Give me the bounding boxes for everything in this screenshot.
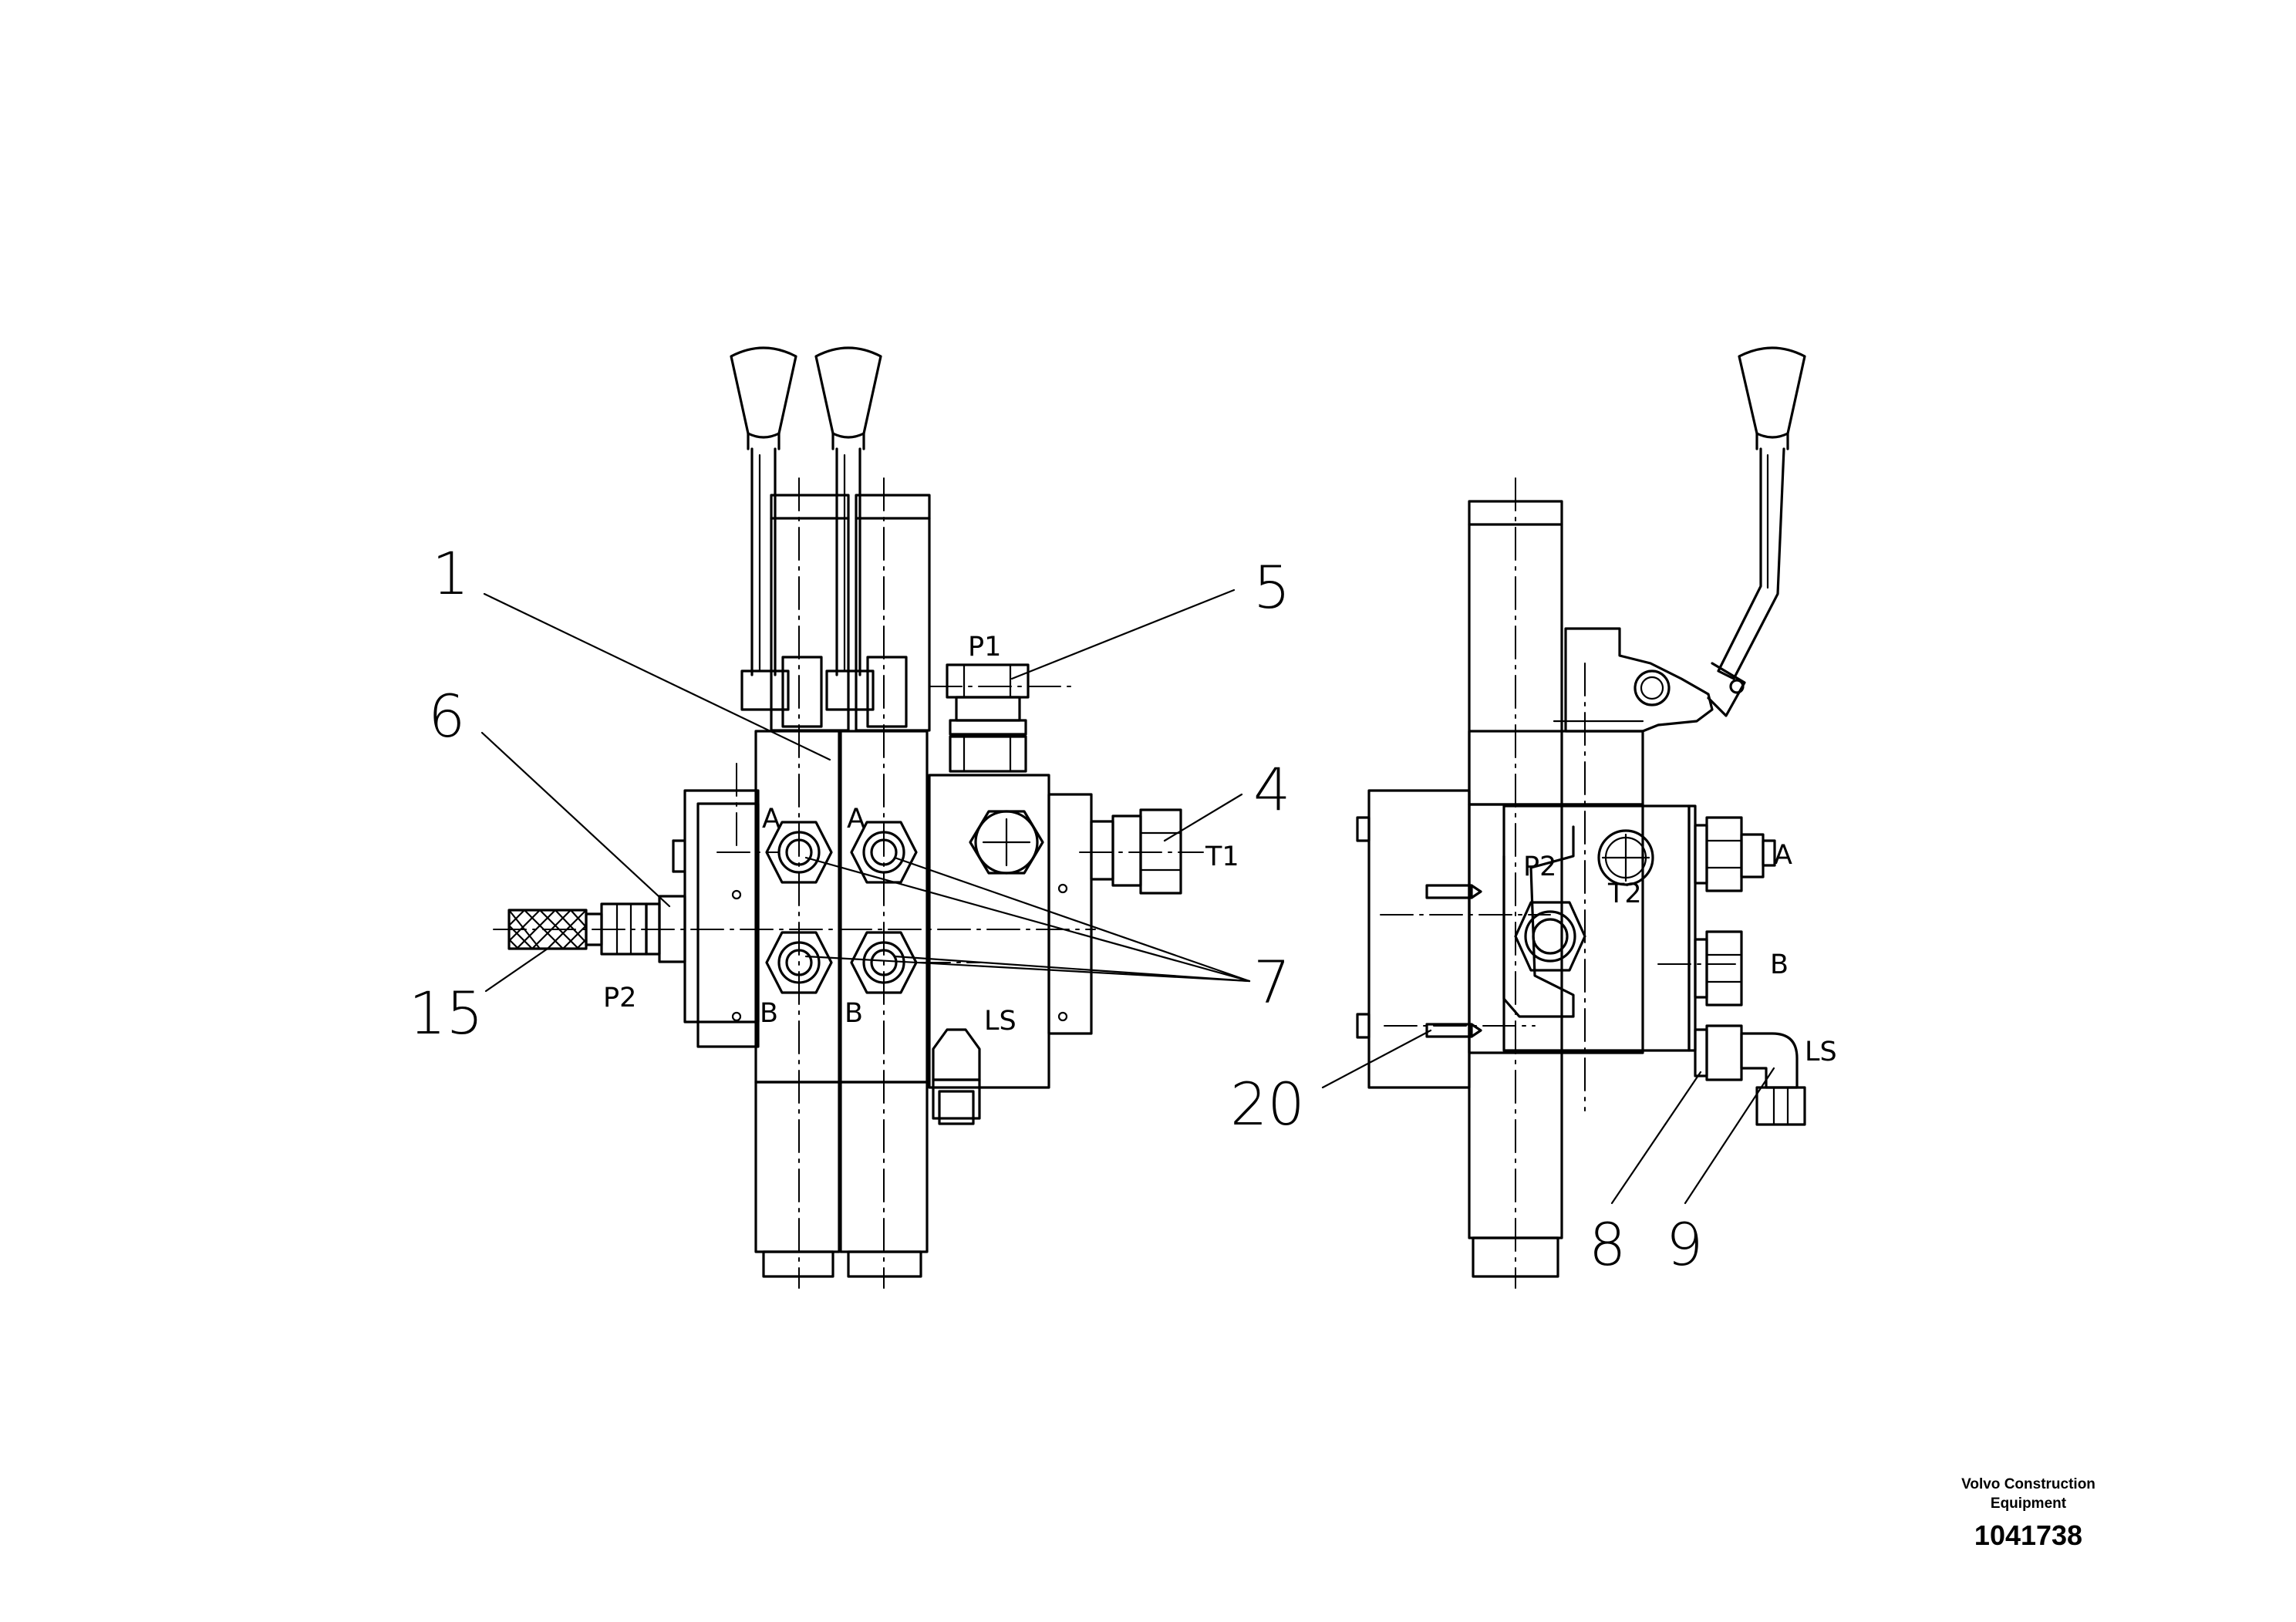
- side-valve-body: [1502, 804, 1691, 1052]
- callout-9: 9: [1666, 1210, 1703, 1279]
- callouts: 1 5 4 6 7 15 20 8 9: [409, 539, 1703, 1279]
- label-ls-right: LS: [1805, 1037, 1837, 1067]
- label-a-right: A: [1774, 840, 1792, 871]
- side-lever: [1707, 346, 1806, 717]
- callout-8: 8: [1589, 1210, 1626, 1279]
- lever-2: [814, 346, 882, 676]
- leader-lines: [480, 588, 1775, 1205]
- label-b-right: B: [1770, 949, 1789, 980]
- callout-20: 20: [1230, 1070, 1305, 1138]
- label-p2-left: P2: [603, 983, 636, 1013]
- callout-6: 6: [428, 682, 465, 750]
- callout-1: 1: [432, 539, 469, 608]
- ls-elbow-fitting: [1694, 1024, 1806, 1126]
- port-a-right-fitting: [1694, 816, 1776, 892]
- label-p1: P1: [968, 632, 1001, 663]
- p1-fitting: [946, 663, 1030, 773]
- label-b-2: B: [845, 998, 863, 1029]
- port-b-right-fitting: [1694, 930, 1743, 1007]
- p2-port-right: [1514, 901, 1586, 972]
- label-a-2: A: [847, 804, 865, 835]
- label-a-1: A: [762, 804, 781, 835]
- label-b-1: B: [760, 998, 778, 1029]
- spool-cap-bottom-1: [754, 1081, 841, 1253]
- port-labels: P1 T1 P2 LS A A B B P2 T2 A B LS: [603, 632, 1837, 1067]
- ls-fitting-left: [932, 1028, 981, 1125]
- document-number: 1041738: [1974, 1519, 2083, 1551]
- dowel-pin-20: [1425, 1023, 1473, 1038]
- front-view: [493, 346, 1204, 1289]
- side-end-plate: [1367, 789, 1471, 1089]
- callout-7: 7: [1253, 948, 1290, 1017]
- maker-line-2: Equipment: [1990, 1496, 2067, 1512]
- callout-4: 4: [1253, 755, 1290, 824]
- callout-5: 5: [1253, 553, 1290, 622]
- title-block: Volvo Construction Equipment 1041738: [1959, 1475, 2098, 1552]
- valve-section-1: [754, 730, 841, 1084]
- t2-plug: [1597, 829, 1654, 886]
- side-view: [1356, 346, 1806, 1289]
- label-t1: T1: [1205, 841, 1239, 872]
- dowel-pin-1: [1425, 884, 1473, 899]
- label-ls-left: LS: [984, 1006, 1017, 1037]
- inlet-plate: [683, 789, 760, 1023]
- callout-15: 15: [409, 979, 484, 1047]
- label-t2: T2: [1607, 878, 1642, 909]
- lever-1: [730, 346, 797, 676]
- maker-line-1: Volvo Construction: [1961, 1476, 2095, 1492]
- label-p2-right: P2: [1523, 851, 1556, 882]
